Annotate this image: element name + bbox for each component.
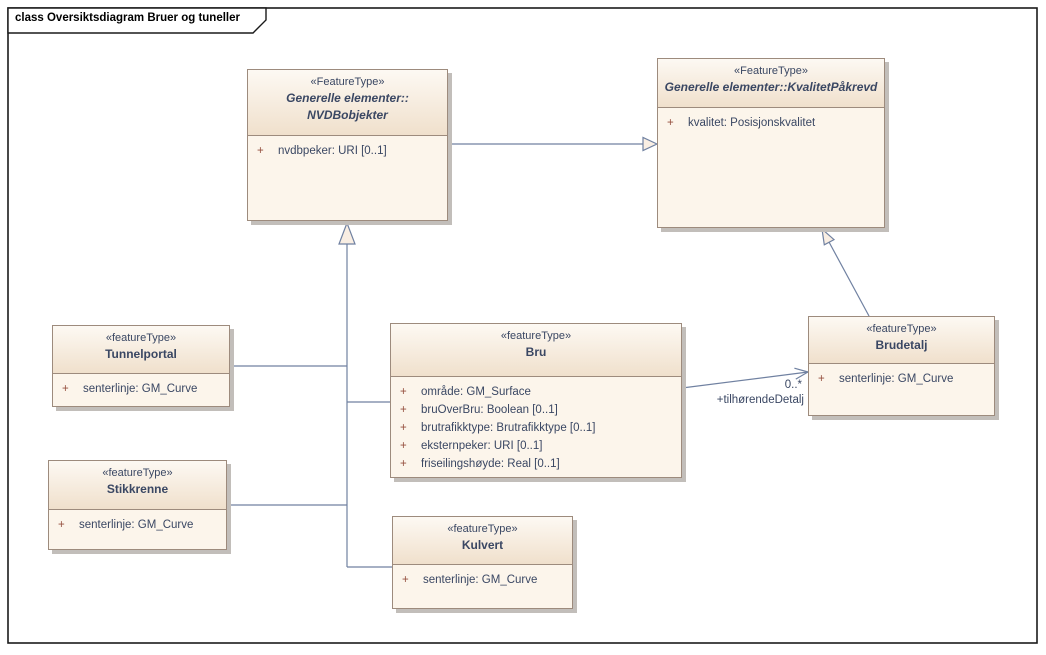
attribute-row: + eksternpeker: URI [0..1] (391, 437, 681, 455)
class-header: «FeatureType» Generelle elementer::Kvali… (658, 59, 884, 108)
visibility-symbol: + (400, 422, 407, 434)
stereotype: «featureType» (866, 323, 937, 335)
diagram-title-tab (7, 7, 267, 34)
attribute-compartment: + senterlinje: GM_Curve (393, 565, 572, 589)
class-header: «featureType» Kulvert (393, 517, 572, 565)
attribute-row: + senterlinje: GM_Curve (49, 516, 226, 534)
attribute-row: + kvalitet: Posisjonskvalitet (658, 114, 884, 132)
generalization-arrowhead (821, 227, 836, 246)
class-box-tunnelportal[interactable]: «featureType» Tunnelportal + senterlinje:… (52, 325, 230, 407)
association-bru-brudetalj[interactable] (681, 371, 809, 389)
attribute-compartment: + område: GM_Surface + bruOverBru: Boolean… (391, 377, 681, 473)
attribute-text: nvdbpeker: URI [0..1] (278, 145, 387, 157)
visibility-symbol: + (58, 519, 65, 531)
class-name: Brudetalj (875, 338, 928, 352)
attribute-compartment: + senterlinje: GM_Curve (53, 374, 229, 398)
attribute-row: + senterlinje: GM_Curve (53, 380, 229, 398)
attribute-text: bruOverBru: Boolean [0..1] (421, 404, 558, 416)
diagram-title: class Oversiktsdiagram Bruer og tuneller (15, 12, 240, 24)
class-header: «featureType» Stikkrenne (49, 461, 226, 510)
stereotype: «featureType» (102, 467, 173, 479)
visibility-symbol: + (400, 458, 407, 470)
attribute-text: senterlinje: GM_Curve (79, 519, 194, 531)
attribute-compartment: + nvdbpeker: URI [0..1] (248, 136, 447, 160)
attribute-text: friseilingshøyde: Real [0..1] (421, 458, 560, 470)
generalization-arrowhead (338, 221, 356, 245)
class-box-brudetalj[interactable]: «featureType» Brudetalj + senterlinje: GM… (808, 316, 995, 416)
association-multiplicity-label[interactable]: 0..* (784, 379, 802, 391)
class-box-kulvert[interactable]: «featureType» Kulvert + senterlinje: GM_C… (392, 516, 573, 609)
stereotype: «featureType» (447, 523, 518, 535)
class-header: «featureType» Bru (391, 324, 681, 377)
class-box-kvalitetpaakrevd[interactable]: «FeatureType» Generelle elementer::Kvali… (657, 58, 885, 228)
class-header: «featureType» Tunnelportal (53, 326, 229, 374)
attribute-row: + senterlinje: GM_Curve (809, 370, 994, 388)
visibility-symbol: + (257, 145, 264, 157)
visibility-symbol: + (400, 440, 407, 452)
visibility-symbol: + (400, 404, 407, 416)
stereotype: «FeatureType» (734, 65, 808, 77)
visibility-symbol: + (667, 117, 674, 129)
class-name: Generelle elementer:: (286, 91, 409, 105)
class-name: Generelle elementer::KvalitetPåkrevd (664, 80, 878, 94)
attribute-text: kvalitet: Posisjonskvalitet (688, 117, 816, 129)
class-name: Bru (525, 345, 547, 359)
class-name: Kulvert (461, 538, 504, 552)
attribute-row: + senterlinje: GM_Curve (393, 571, 572, 589)
visibility-symbol: + (400, 386, 407, 398)
attribute-compartment: + senterlinje: GM_Curve (809, 364, 994, 388)
stereotype: «featureType» (105, 332, 177, 344)
class-header: «featureType» Brudetalj (809, 317, 994, 364)
class-header: «FeatureType» Generelle elementer:: NVDB… (248, 70, 447, 136)
class-name: Tunnelportal (105, 347, 177, 361)
class-box-bru[interactable]: «featureType» Bru + område: GM_Surface + b… (390, 323, 682, 478)
attribute-row: + område: GM_Surface (391, 383, 681, 401)
class-name: NVDBobjekter (307, 108, 388, 122)
visibility-symbol: + (402, 574, 409, 586)
attribute-row: + brutrafikktype: Brutrafikktype [0..1] (391, 419, 681, 437)
generalization-brudetalj-kvalitetpaakrevd[interactable] (828, 241, 870, 317)
class-name: Stikkrenne (106, 482, 169, 496)
attribute-text: eksternpeker: URI [0..1] (421, 440, 543, 452)
class-box-stikkrenne[interactable]: «featureType» Stikkrenne + senterlinje: G… (48, 460, 227, 550)
stereotype: «FeatureType» (310, 76, 385, 88)
attribute-compartment: + senterlinje: GM_Curve (49, 510, 226, 534)
visibility-symbol: + (818, 373, 825, 385)
attribute-text: senterlinje: GM_Curve (83, 383, 198, 395)
class-box-nvdbobjekter[interactable]: «FeatureType» Generelle elementer:: NVDB… (247, 69, 448, 221)
association-role-label[interactable]: +tilhørendeDetalj (716, 394, 804, 406)
attribute-text: senterlinje: GM_Curve (423, 574, 538, 586)
attribute-text: senterlinje: GM_Curve (839, 373, 954, 385)
attribute-text: brutrafikktype: Brutrafikktype [0..1] (421, 422, 596, 434)
attribute-text: område: GM_Surface (421, 386, 531, 398)
attribute-row: + nvdbpeker: URI [0..1] (248, 142, 447, 160)
visibility-symbol: + (62, 383, 69, 395)
diagram-frame (7, 7, 1038, 644)
stereotype: «featureType» (500, 330, 572, 342)
attribute-compartment: + kvalitet: Posisjonskvalitet (658, 108, 884, 132)
attribute-row: + bruOverBru: Boolean [0..1] (391, 401, 681, 419)
generalization-arrowhead (642, 136, 659, 152)
attribute-row: + friseilingshøyde: Real [0..1] (391, 455, 681, 473)
